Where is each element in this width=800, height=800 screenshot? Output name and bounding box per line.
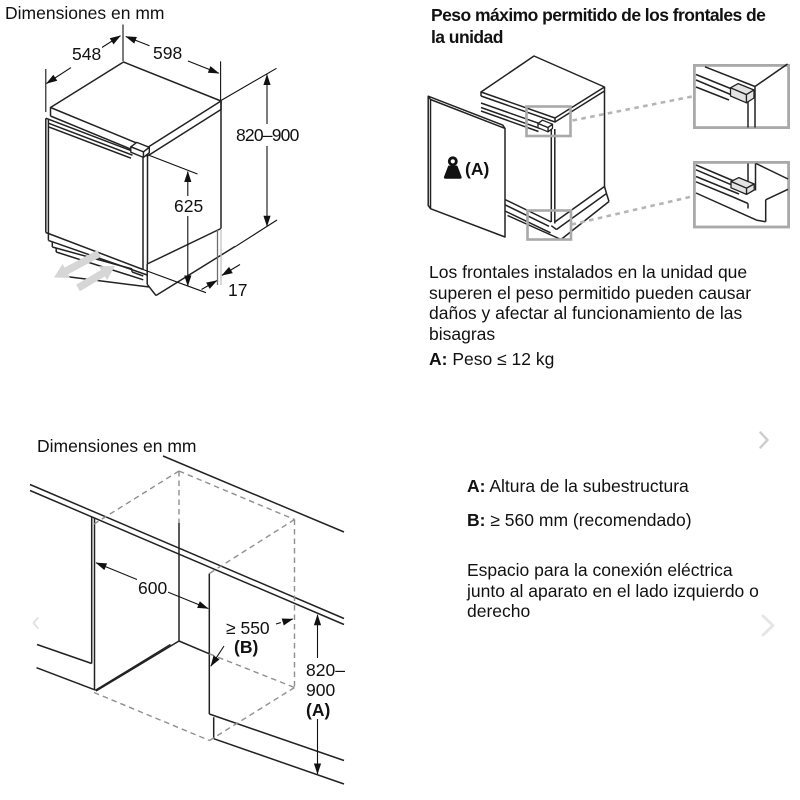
fig2-note-prefix: A:	[429, 349, 448, 369]
fig2-body-line1: Los frontales instalados en la unidad qu…	[429, 262, 748, 282]
carousel-next-icon-2[interactable]	[760, 614, 776, 637]
carousel-next-icon[interactable]	[759, 431, 769, 449]
fig1-dim-598: 598	[152, 43, 184, 63]
fig1-dimension-lines	[45, 24, 278, 294]
legend-item-a: A: Altura de la subestructura	[467, 476, 689, 496]
niche-dimensions-drawing	[29, 455, 345, 785]
fig3-title: Dimensiones en mm	[37, 436, 197, 456]
fig1-dim-548: 548	[71, 44, 103, 64]
fig3-dimension-lines	[95, 562, 322, 775]
fig2-body-line3: daños y afectar al funcionamiento de las	[429, 303, 743, 323]
fig3-dim-height-key: (A)	[305, 700, 332, 720]
fig2-body-line2: superen el peso permitido pueden causar	[429, 282, 752, 303]
detail-box-bottom-hinge	[693, 160, 791, 229]
legend-para-line2: junto al aparato en el lado izquierdo o	[467, 580, 759, 601]
fig2-heading-line2: la unidad	[431, 27, 503, 47]
legend-item-a-text: Altura de la subestructura	[489, 476, 689, 496]
appliance-body	[45, 61, 236, 297]
fig3-dim-height-2: 900	[305, 680, 337, 700]
carousel-prev-icon[interactable]	[32, 617, 39, 629]
fig3-dim-height-1: 820–	[305, 660, 346, 680]
zoom-indicator-boxes	[525, 105, 573, 241]
appliance-dimensions-drawing	[45, 24, 278, 297]
fig3-dim-550: ≥ 550	[226, 618, 270, 638]
legend-item-b-prefix: B:	[467, 510, 486, 530]
door-handle-cap	[130, 141, 150, 159]
fig2-body-text: Los frontales instalados en la unidad qu…	[429, 262, 751, 344]
fig1-title: Dimensiones en mm	[5, 3, 165, 23]
legend-para-line1: Espacio para la conexión eléctrica	[467, 560, 733, 580]
fig1-dim-height: 820–900	[235, 125, 300, 145]
weight-icon	[443, 156, 462, 179]
panel-weight-label: (A)	[465, 159, 490, 179]
box-handle-cap	[537, 119, 554, 133]
front-weight-drawing	[427, 55, 791, 241]
fig2-note: A: Peso ≤ 12 kg	[429, 349, 554, 369]
niche-dashed-box	[93, 470, 296, 742]
legend-item-a-prefix: A:	[467, 476, 486, 496]
counter-structure	[29, 455, 345, 785]
legend-item-b-text: ≥ 560 mm (recomendado)	[490, 510, 692, 530]
fig3-dim-600: 600	[137, 578, 169, 598]
fig1-dim-17: 17	[227, 280, 249, 300]
door-front-panel	[427, 95, 506, 238]
detail-leader-lines	[571, 95, 693, 226]
fig2-heading-line1: Peso máximo permitido de los frontales d…	[431, 5, 766, 25]
fig3-dim-550-key: (B)	[234, 637, 259, 657]
legend-item-b: B: ≥ 560 mm (recomendado)	[467, 510, 692, 530]
detail-box-top-hinge	[693, 63, 791, 130]
fig2-body-line4: bisagras	[429, 323, 496, 344]
legend-para-line3: derecho	[467, 601, 531, 621]
legend-paragraph: Espacio para la conexión eléctrica junto…	[467, 560, 759, 622]
fig2-note-text: Peso ≤ 12 kg	[452, 349, 555, 369]
plinth-removal-arrows	[54, 250, 115, 292]
fig1-dim-625: 625	[173, 196, 205, 216]
